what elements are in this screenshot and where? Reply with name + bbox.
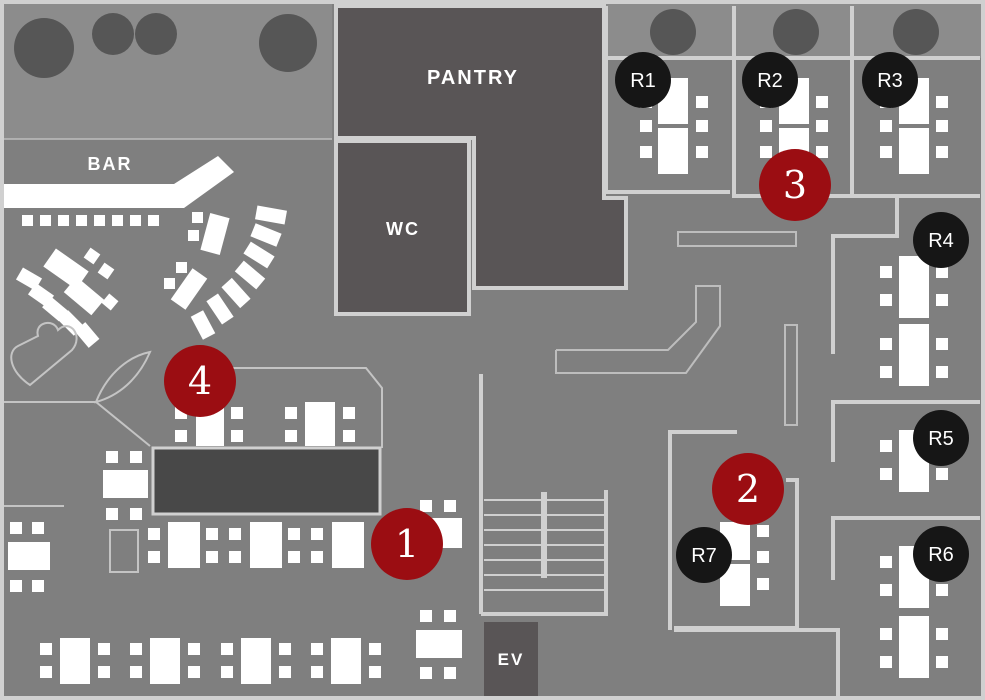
svg-text:R4: R4 (928, 230, 954, 252)
leaf-planter (94, 350, 152, 404)
bar-stools (22, 215, 159, 226)
curved-booth (164, 205, 287, 340)
wc-label: WC (386, 219, 420, 239)
corridor-counter (555, 285, 721, 374)
corridor-post (784, 324, 798, 426)
svg-text:R7: R7 (691, 545, 717, 567)
section-marker-3[interactable]: 3 (759, 149, 831, 221)
tree-icon (773, 9, 819, 55)
corridor-bench (677, 231, 797, 247)
bar-label: BAR (88, 154, 133, 174)
lounge-divider (4, 401, 151, 447)
tree-icon (650, 9, 696, 55)
svg-text:3: 3 (783, 163, 807, 207)
badge-r6[interactable]: R6 (913, 526, 969, 582)
ev-label: EV (498, 650, 525, 669)
private-rooms-right (668, 194, 980, 698)
central-counter (151, 446, 382, 516)
bar-counter (4, 156, 234, 208)
tree-icon (259, 14, 317, 72)
svg-text:4: 4 (188, 359, 212, 403)
elevator-block (484, 622, 538, 696)
badge-r2[interactable]: R2 (742, 52, 798, 108)
svg-text:R2: R2 (757, 70, 783, 92)
svg-text:R3: R3 (877, 70, 903, 92)
lounge-booth (15, 247, 119, 348)
pantry-label: PANTRY (427, 67, 519, 89)
badge-r3[interactable]: R3 (862, 52, 918, 108)
badge-r4[interactable]: R4 (913, 212, 969, 268)
svg-text:R1: R1 (630, 70, 656, 92)
heart-planter (10, 321, 78, 387)
svg-text:R6: R6 (928, 544, 954, 566)
staircase (484, 492, 604, 591)
tree-icon (14, 18, 74, 78)
svg-text:1: 1 (395, 522, 419, 566)
tree-icon (135, 13, 177, 55)
badge-r5[interactable]: R5 (913, 410, 969, 466)
tree-icon (92, 13, 134, 55)
side-cabinet (109, 529, 139, 573)
tree-icon (893, 9, 939, 55)
section-marker-2[interactable]: 2 (712, 453, 784, 525)
svg-text:2: 2 (736, 467, 760, 511)
section-marker-1[interactable]: 1 (371, 508, 443, 580)
wc-block (334, 139, 471, 316)
counter-surround (188, 367, 383, 448)
badge-r1[interactable]: R1 (615, 52, 671, 108)
svg-text:R5: R5 (928, 428, 954, 450)
badge-r7[interactable]: R7 (676, 527, 732, 583)
section-marker-4[interactable]: 4 (164, 345, 236, 417)
